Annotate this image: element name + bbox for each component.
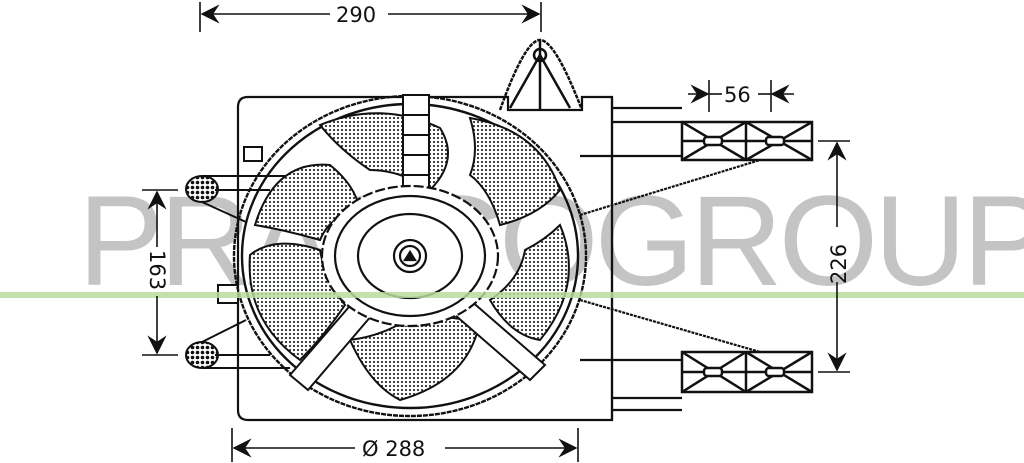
dimension-label-290: 290 xyxy=(336,3,376,27)
dimension-label-diameter: Ø 288 xyxy=(362,437,425,461)
dimension-fan-diameter xyxy=(231,428,579,462)
left-upper-mount xyxy=(185,175,290,223)
dimension-label-56: 56 xyxy=(724,83,751,107)
dimension-label-226: 226 xyxy=(827,244,851,284)
dimension-right-mount-height xyxy=(818,140,850,373)
dimension-shroud-width xyxy=(199,2,542,32)
dimension-left-mount-height xyxy=(142,189,178,356)
shroud-frame xyxy=(236,95,761,422)
right-lower-bracket xyxy=(680,350,814,394)
fan-spokes xyxy=(288,94,547,392)
dimension-label-163: 163 xyxy=(145,250,169,290)
left-connector-tab xyxy=(243,146,263,162)
horizontal-guide-line xyxy=(0,292,1024,298)
left-lower-mount xyxy=(185,319,290,369)
motor-hub xyxy=(320,184,500,328)
top-mount-bracket xyxy=(498,38,584,111)
right-upper-bracket xyxy=(680,120,814,162)
dimension-bracket-pitch xyxy=(688,80,794,112)
